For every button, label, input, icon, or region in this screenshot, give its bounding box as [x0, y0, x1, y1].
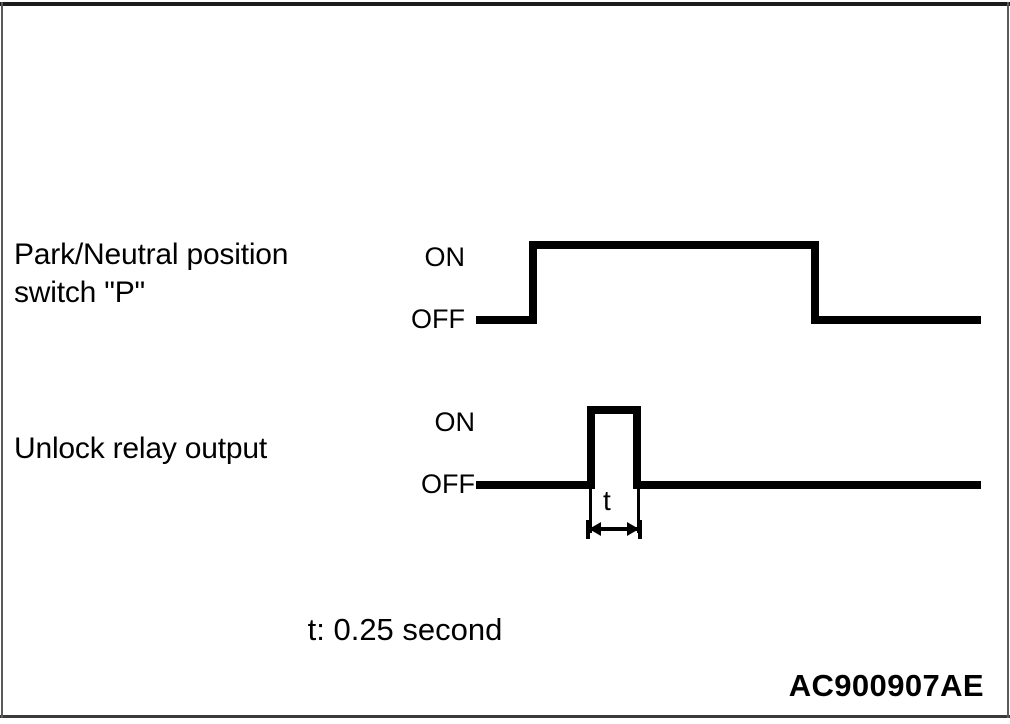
dimension-tick-right [638, 520, 642, 539]
frame-bottom-border [0, 715, 1010, 718]
signal-2-falling-edge [633, 406, 641, 489]
signal-2-on-label: ON [434, 407, 476, 437]
signal-label-park-neutral-position-switch: Park/Neutral position switch "P" [14, 238, 289, 309]
dimension-extension-line-right [637, 489, 640, 533]
document-reference-code: AC900907AE [788, 668, 984, 703]
signal-1-low-segment-left [476, 316, 537, 324]
signal-2-rising-edge [587, 406, 595, 489]
signal-1-rising-edge [529, 241, 537, 324]
frame-right-border [1007, 2, 1009, 718]
dimension-symbol-t: t [603, 485, 611, 516]
signal-1-on-label: ON [424, 242, 466, 272]
signal-1-low-segment-right [811, 316, 981, 324]
signal-label-unlock-relay-output: Unlock relay output [14, 432, 268, 465]
signal-2-off-label: OFF [421, 469, 475, 499]
frame-top-border [0, 2, 1010, 6]
frame-left-border [1, 2, 3, 718]
dimension-arrow-head-right [627, 522, 639, 536]
dimension-arrow-line [590, 527, 638, 531]
signal-1-high-segment [529, 241, 819, 249]
signal-2-low-segment-right [633, 481, 981, 489]
signal-2-low-segment-left [476, 481, 595, 489]
dimension-caption: t: 0.25 second [307, 612, 503, 647]
dimension-tick-left [586, 520, 590, 539]
signal-1-off-label: OFF [411, 304, 465, 334]
signal-2-high-segment [587, 406, 641, 414]
dimension-arrow-head-left [589, 522, 601, 536]
dimension-extension-line-left [589, 489, 592, 533]
signal-1-falling-edge [811, 241, 819, 324]
